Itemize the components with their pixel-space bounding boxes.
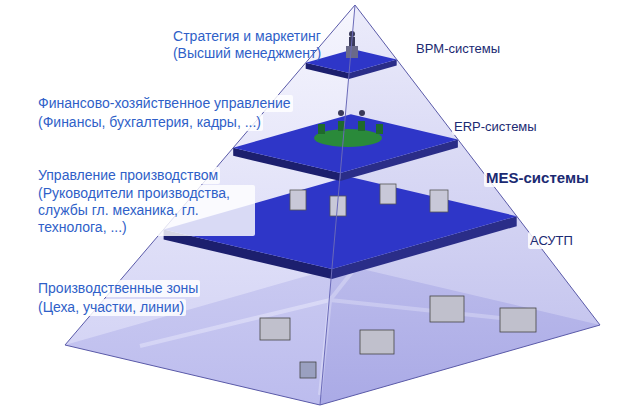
level-subtitle: (Высший менеджмент) [150, 45, 344, 62]
chair [318, 124, 325, 134]
level-subtitle: (Руководители производства, службы гл. м… [36, 185, 255, 236]
pyramid-edge [65, 325, 600, 405]
pyramid-edge [320, 5, 355, 405]
workstation [380, 184, 396, 204]
chair [358, 121, 365, 131]
plate-top [233, 114, 458, 173]
workstation [290, 190, 306, 210]
person [338, 110, 344, 116]
machine [430, 296, 464, 322]
system-label: MES-системы [484, 169, 591, 187]
podium [346, 46, 358, 58]
system-label: АСУТП [528, 232, 575, 249]
pyramid-tier: Производственные зоны (Цеха, участки, лин… [0, 228, 620, 318]
machine [260, 318, 290, 340]
level-subtitle: (Цеха, участки, линии) [36, 299, 186, 316]
level-subtitle: (Финансы, бухгалтерия, кадры, ...) [36, 114, 263, 131]
pyramid-tier: Управление производством(Руководители пр… [0, 164, 620, 238]
pyramid-tier: Стратегия и маркетинг(Высший менеджмент)… [0, 24, 620, 64]
system-label: ERP-системы [452, 118, 539, 135]
tier-plate [233, 114, 458, 181]
chair [376, 124, 383, 134]
machine [300, 362, 316, 378]
machine [360, 330, 394, 354]
level-heading: Стратегия и маркетинг [150, 28, 344, 45]
machine [500, 308, 536, 332]
workstation [430, 190, 448, 212]
person [359, 110, 365, 116]
level-heading: Производственные зоны [36, 280, 200, 297]
level-heading: Управление производством [36, 167, 220, 184]
pyramid-tier: Финансово-хозяйственное управление (Финан… [0, 92, 620, 137]
level-heading: Финансово-хозяйственное управление [36, 95, 293, 112]
system-label: BPM-системы [414, 40, 502, 57]
